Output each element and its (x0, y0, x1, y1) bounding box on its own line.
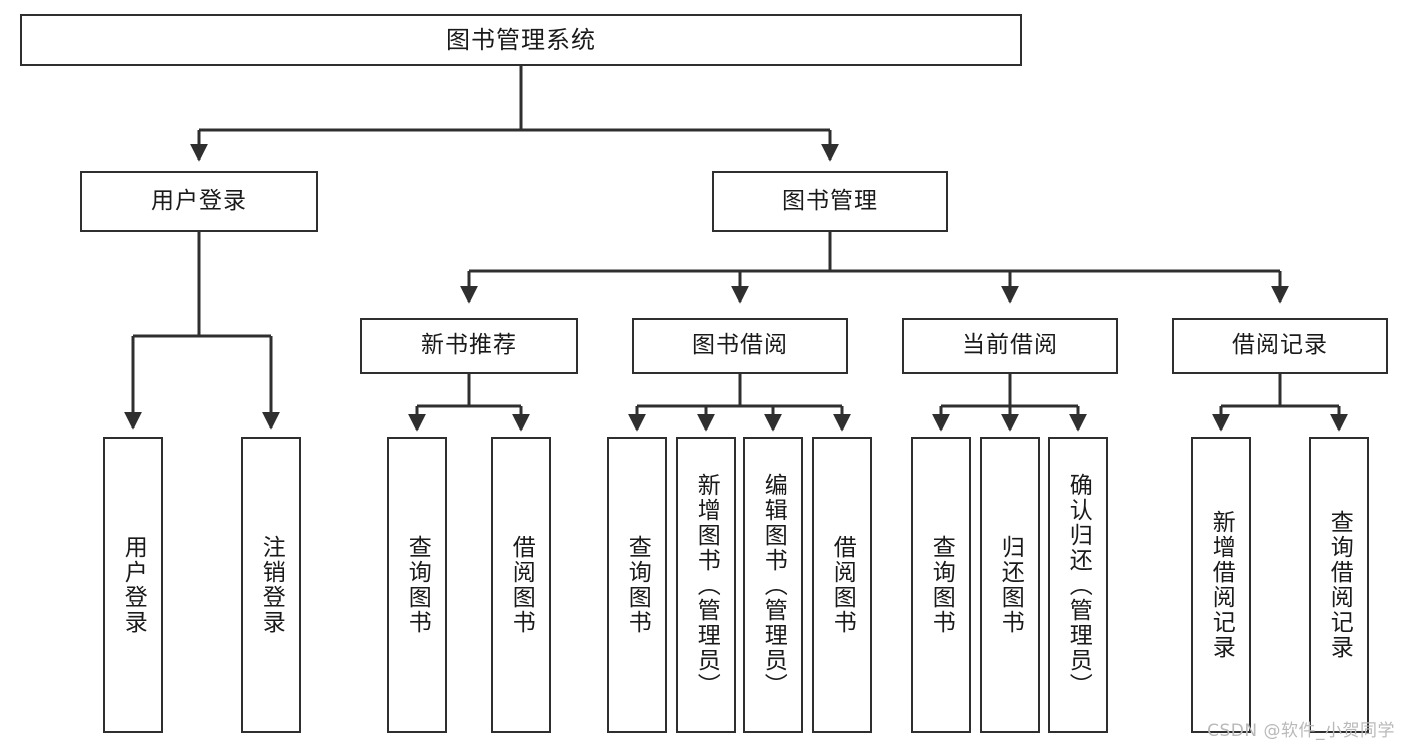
node-user-login[interactable]: 用户登录 (80, 171, 318, 232)
leaf-current-return-book[interactable]: 归还图书 (980, 437, 1040, 733)
leaf-new-book-query[interactable]: 查询图书 (387, 437, 447, 733)
leaf-record-add[interactable]: 新增借阅记录 (1191, 437, 1251, 733)
leaf-borrow-borrow-book[interactable]: 借阅图书 (812, 437, 872, 733)
leaf-record-query[interactable]: 查询借阅记录 (1309, 437, 1369, 733)
leaf-current-confirm-return[interactable]: 确认归还（管理员） (1048, 437, 1108, 733)
leaf-borrow-add-book[interactable]: 新增图书（管理员） (676, 437, 736, 733)
node-borrow-record[interactable]: 借阅记录 (1172, 318, 1388, 374)
leaf-logout[interactable]: 注销登录 (241, 437, 301, 733)
node-book-management[interactable]: 图书管理 (712, 171, 948, 232)
node-current-borrow[interactable]: 当前借阅 (902, 318, 1118, 374)
node-root[interactable]: 图书管理系统 (20, 14, 1022, 66)
node-new-book-recommend[interactable]: 新书推荐 (360, 318, 578, 374)
leaf-borrow-query-book[interactable]: 查询图书 (607, 437, 667, 733)
leaf-borrow-edit-book[interactable]: 编辑图书（管理员） (743, 437, 803, 733)
leaf-user-login[interactable]: 用户登录 (103, 437, 163, 733)
watermark: CSDN @软件_小贺同学 (1207, 721, 1395, 741)
leaf-new-book-borrow[interactable]: 借阅图书 (491, 437, 551, 733)
node-book-borrow[interactable]: 图书借阅 (632, 318, 848, 374)
leaf-current-query-book[interactable]: 查询图书 (911, 437, 971, 733)
